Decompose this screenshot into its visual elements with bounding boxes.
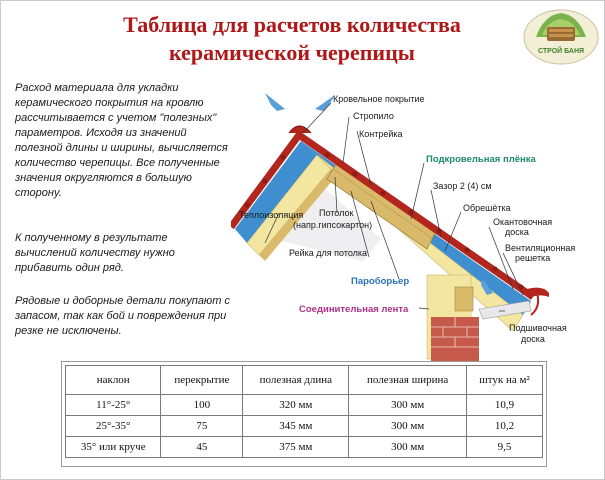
label-vent-grille-line1: Вентиляционная <box>505 243 575 253</box>
cell-useful-width: 300 мм <box>348 415 468 437</box>
cell-slope: 11°-25° <box>64 394 162 416</box>
label-soffit-line2: доска <box>521 334 545 344</box>
intro-paragraph-2: К полученному в результате вычислений ко… <box>15 232 175 274</box>
cell-useful-width: 300 мм <box>348 436 468 458</box>
airflow-arrow-eave <box>481 279 493 295</box>
intro-paragraph-1: Расход материала для укладки керамическо… <box>15 82 228 199</box>
airflow-arrow-left <box>265 93 285 111</box>
label-insulation: Теплоизоляция <box>239 210 303 220</box>
cell-pieces-per-m2: 10,2 <box>466 415 543 437</box>
logo-text: СТРОЙ БАНЯ <box>538 46 584 55</box>
wall-plate <box>454 286 474 312</box>
title-line-2: керамической черепицы <box>169 40 415 65</box>
cell-useful-length: 320 мм <box>242 394 350 416</box>
table-row: 35° или круче 45 375 мм 300 мм 9,5 <box>64 436 543 458</box>
header-useful-length: полезная длина <box>242 365 350 395</box>
label-counter-batten: Контрейка <box>359 129 403 139</box>
label-ceiling-line2: (напр.гипсокартон) <box>293 220 372 230</box>
table-header-row: наклон перекрытие полезная длина полезна… <box>64 365 543 395</box>
left-ceiling-rail <box>259 169 337 261</box>
cell-pieces-per-m2: 9,5 <box>466 436 543 458</box>
label-underlay: Подкровельная плёнка <box>426 154 537 165</box>
table-row: 11°-25° 100 320 мм 300 мм 10,9 <box>64 394 543 416</box>
bathhouse-logo: СТРОЙ БАНЯ <box>523 9 599 65</box>
brick-joints <box>431 317 479 348</box>
label-gap: Зазор 2 (4) см <box>433 181 492 191</box>
airflow-arrow-right <box>315 95 335 111</box>
cell-slope: 35° или круче <box>64 436 162 458</box>
cell-overlap: 75 <box>160 415 244 437</box>
table-frame <box>61 361 547 467</box>
downpipe <box>530 292 540 316</box>
cell-useful-length: 345 мм <box>242 415 350 437</box>
leader-lines <box>264 102 524 312</box>
label-roofing: Кровельное покрытие <box>333 94 425 104</box>
left-underlay-layer <box>235 141 317 243</box>
soffit-board <box>478 300 532 320</box>
header-useful-width: полезная ширина <box>348 365 468 395</box>
label-ceiling-rail: Рейка для потолка <box>289 248 367 258</box>
airflow-arrows <box>265 93 493 295</box>
label-eave-board-line1: Окантовочная <box>493 217 552 227</box>
table-row: 25°-35° 75 345 мм 300 мм 10,2 <box>64 415 543 437</box>
label-ceiling-line1: Потолок <box>319 208 353 218</box>
cell-overlap: 100 <box>160 394 244 416</box>
cell-overlap: 45 <box>160 436 244 458</box>
label-vapor-barrier: Пароборьер <box>351 276 409 287</box>
label-lathing: Обрешётка <box>463 203 511 213</box>
page-title: Таблица для расчетов количества керамиче… <box>97 11 487 67</box>
label-connecting-tape: Соединительная лента <box>299 304 409 315</box>
cell-useful-length: 375 мм <box>242 436 350 458</box>
rafter-grain <box>332 168 434 240</box>
label-eave-board-line2: доска <box>505 227 529 237</box>
ridge-tile <box>288 125 312 134</box>
label-soffit-line1: Подшивочная <box>509 323 567 333</box>
cell-pieces-per-m2: 10,9 <box>466 394 543 416</box>
title-line-1: Таблица для расчетов количества <box>123 12 461 37</box>
cell-slope: 25°-35° <box>64 415 162 437</box>
roof-section-diagram: Кровельное покрытие Стропило Контрейка П… <box>231 93 575 361</box>
header-overlap: перекрытие <box>160 365 244 395</box>
header-pieces-per-m2: штук на м² <box>466 365 543 395</box>
cell-useful-width: 300 мм <box>348 394 468 416</box>
tile-roofing <box>231 131 535 300</box>
tile-ridges <box>244 152 524 290</box>
header-slope: наклон <box>64 365 162 395</box>
label-vent-grille-line2: решетка <box>515 253 550 263</box>
tile-rates-table: наклон перекрытие полезная длина полезна… <box>64 365 543 458</box>
intro-paragraph-3: Рядовые и доборные детали покупают с зап… <box>15 295 230 337</box>
label-rafter: Стропило <box>353 111 394 121</box>
